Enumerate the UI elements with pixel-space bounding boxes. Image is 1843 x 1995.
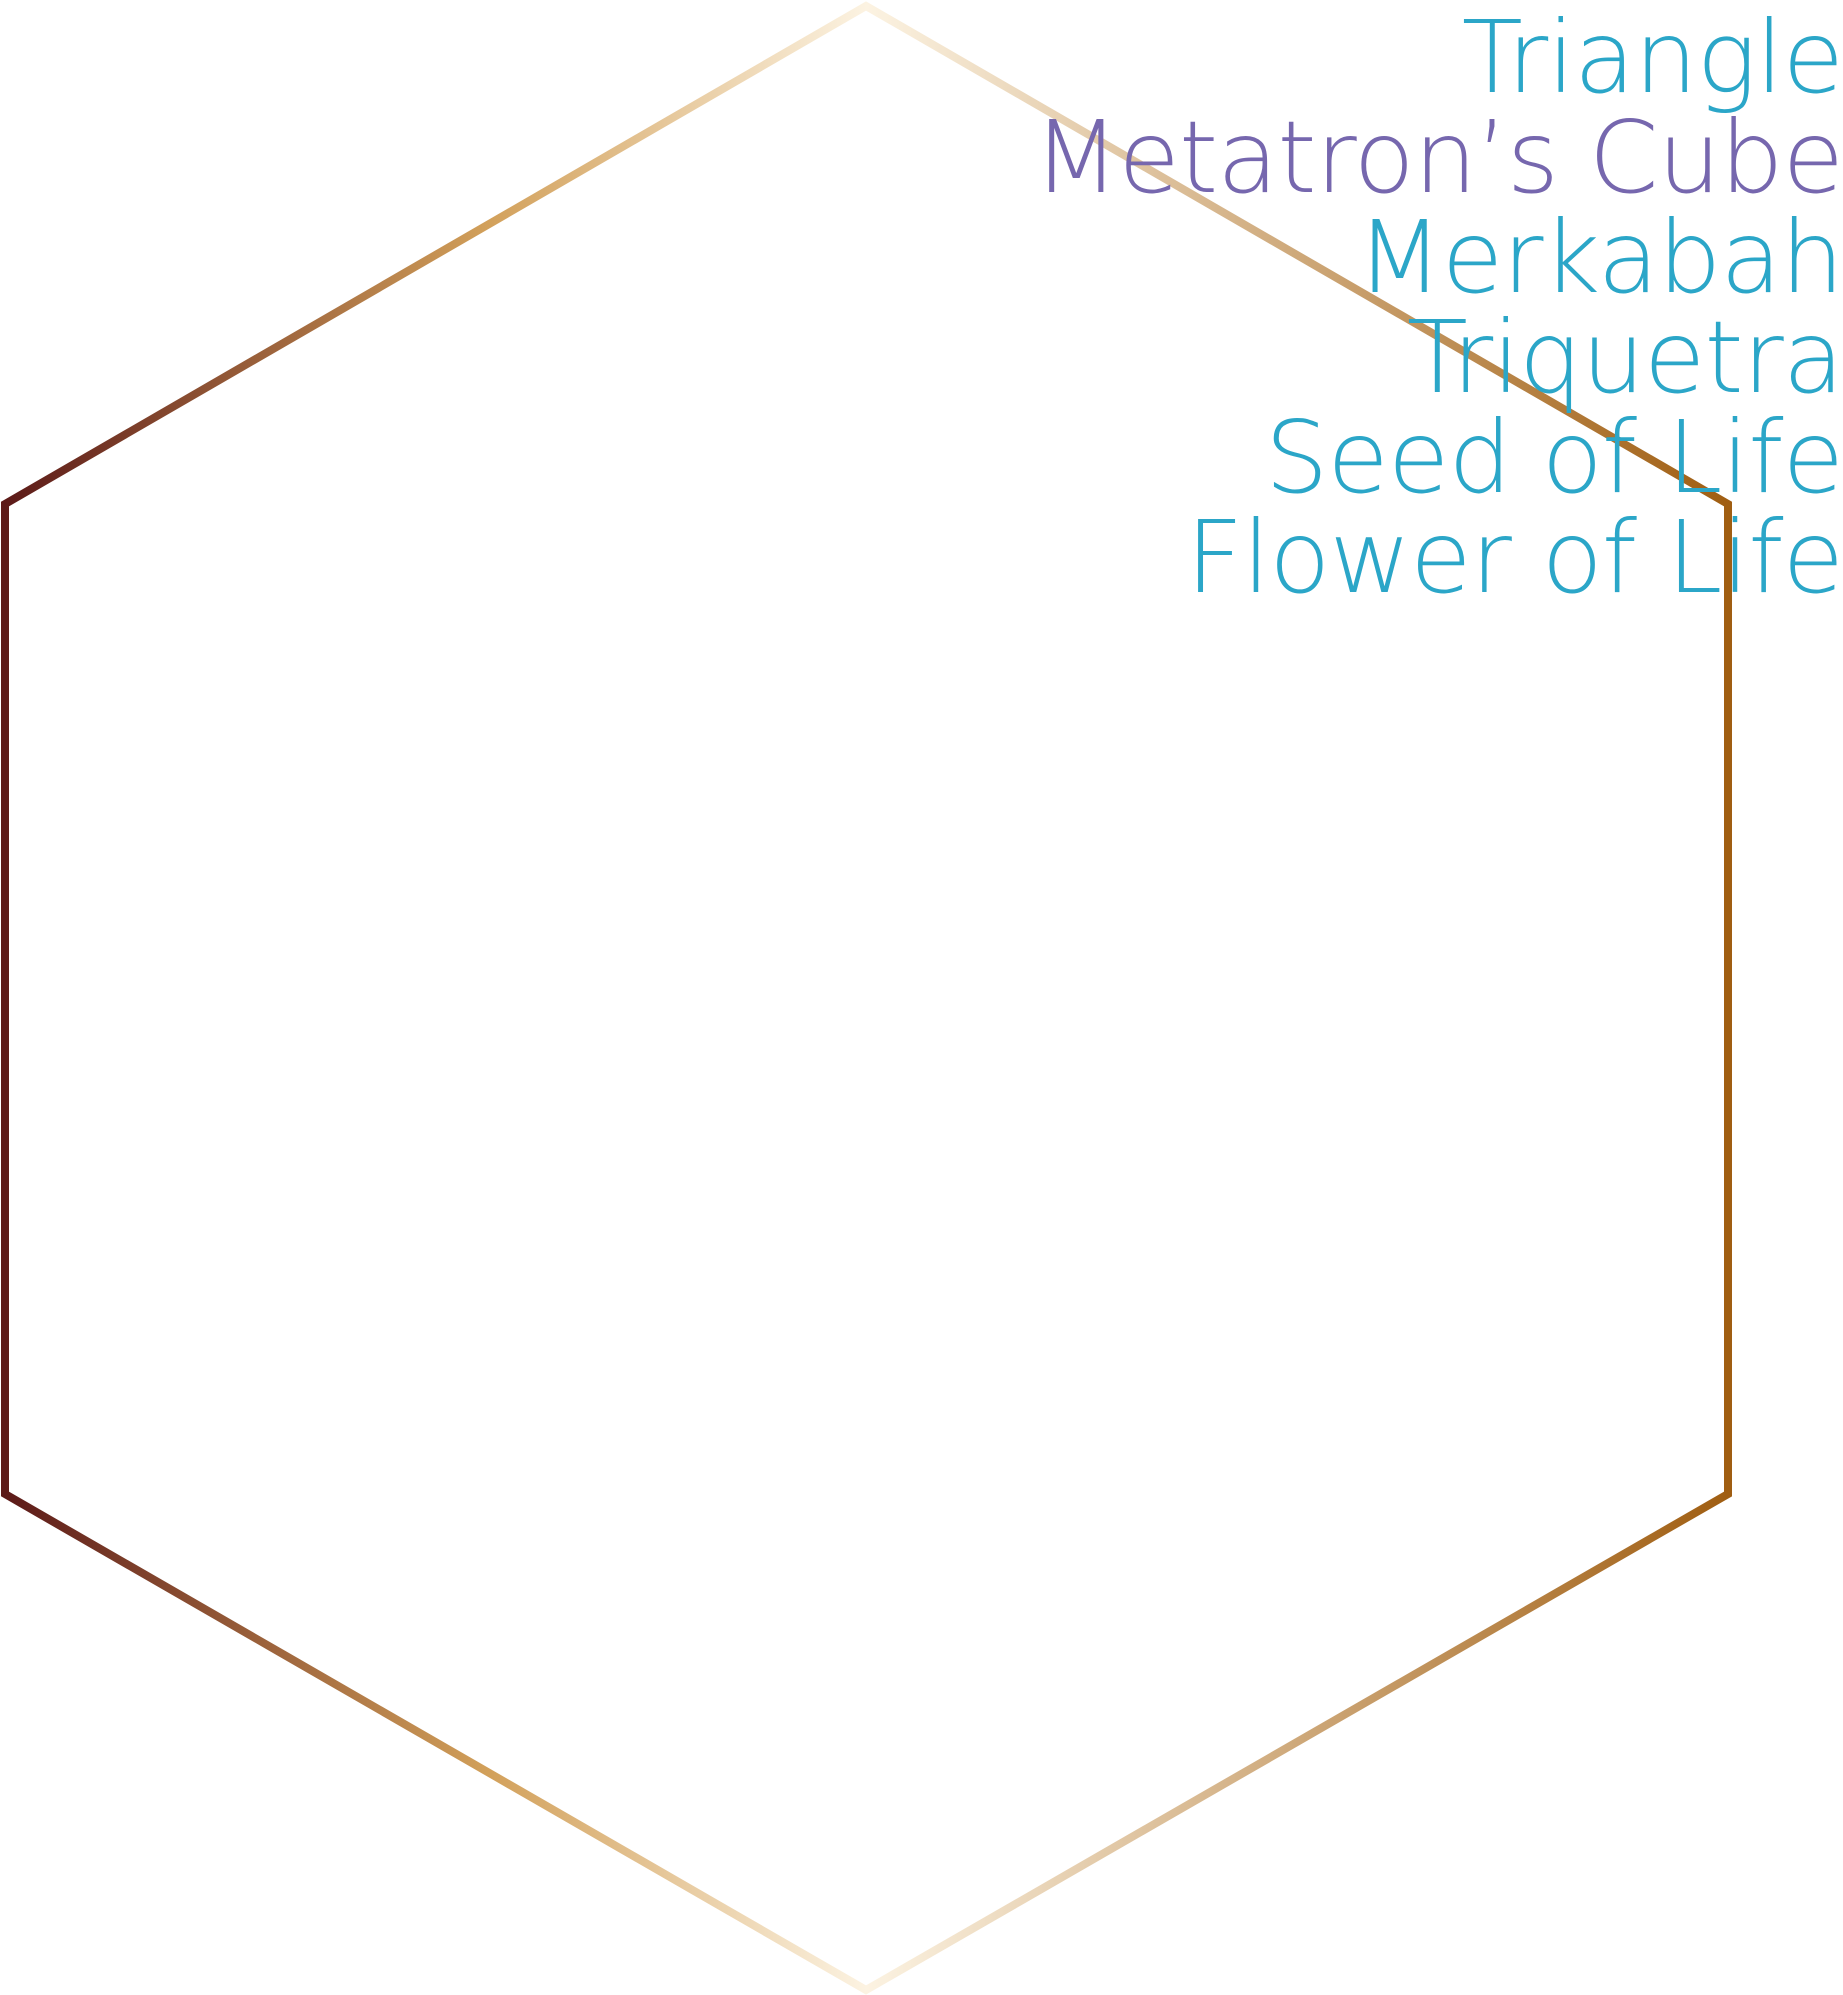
menu-item-triquetra[interactable]: Triquetra xyxy=(1406,299,1843,416)
menu-item-metatrons-cube[interactable]: Metatron’s Cube xyxy=(1033,99,1843,216)
menu-item-merkabah[interactable]: Merkabah xyxy=(1356,199,1843,316)
menu-item-triangle[interactable]: Triangle xyxy=(1461,0,1843,116)
menu-item-flower-of-life[interactable]: Flower of Life xyxy=(1185,499,1843,616)
hexagon-outline xyxy=(1,1,1732,1995)
geometry-menu: Triangle Metatron’s Cube Merkabah Trique… xyxy=(1033,8,1843,608)
menu-item-seed-of-life[interactable]: Seed of Life xyxy=(1264,399,1843,516)
